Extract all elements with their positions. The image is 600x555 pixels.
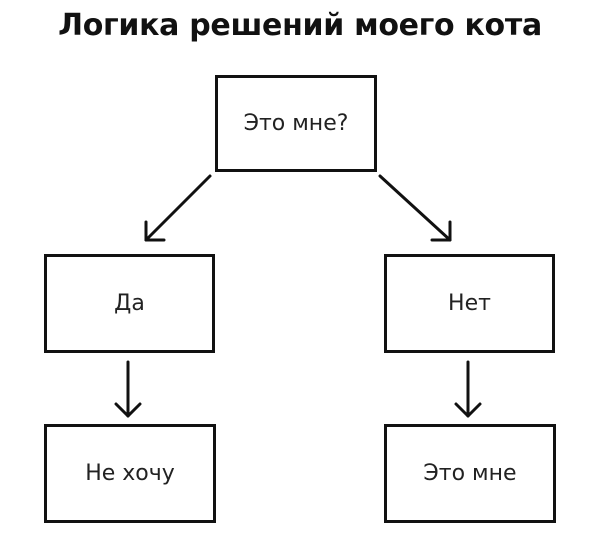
node-no: Нет (384, 254, 555, 353)
node-yes-result: Не хочу (44, 424, 216, 523)
node-no-result-label: Это мне (423, 461, 517, 486)
arrow-root-to-yes (144, 174, 212, 242)
diagram-title: Логика решений моего кота (58, 8, 542, 43)
arrow-no-to-result (454, 360, 482, 418)
node-root-label: Это мне? (243, 111, 349, 136)
arrow-yes-to-result (114, 360, 142, 418)
node-no-label: Нет (448, 291, 491, 316)
node-yes: Да (44, 254, 215, 353)
node-yes-label: Да (114, 291, 145, 316)
node-root: Это мне? (215, 75, 377, 172)
node-no-result: Это мне (384, 424, 556, 523)
node-yes-result-label: Не хочу (85, 461, 175, 486)
arrow-root-to-no (378, 174, 452, 242)
